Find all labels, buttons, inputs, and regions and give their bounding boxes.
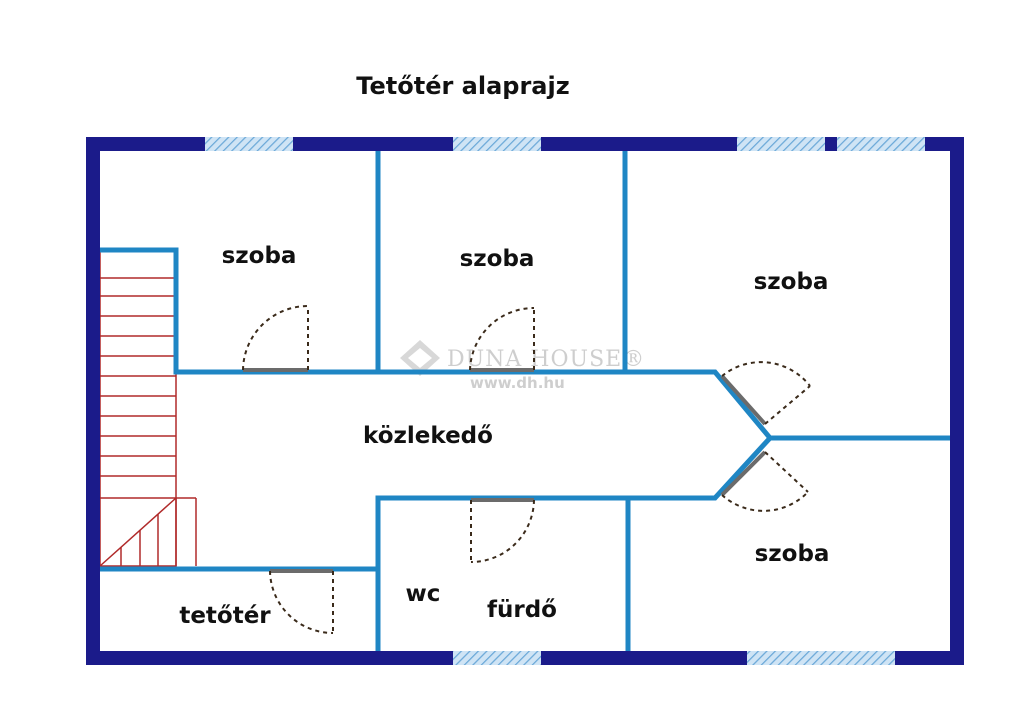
watermark: DUNA HOUSE® www.dh.hu (400, 340, 645, 392)
room-label-szoba-2: szoba (460, 246, 535, 272)
door-room4 (720, 450, 809, 512)
stair-steps (99, 277, 197, 567)
window-top-1 (205, 137, 293, 151)
doors (242, 305, 811, 634)
plan-title: Tetőtér alaprajz (356, 72, 569, 100)
window-bottom-2 (747, 651, 895, 665)
window-top-4 (837, 137, 925, 151)
door-room2 (469, 307, 535, 372)
door-room3 (720, 361, 811, 426)
room-label-szoba-4: szoba (755, 541, 830, 567)
inner-walls (97, 149, 951, 653)
window-top-3 (737, 137, 825, 151)
watermark-logo-icon (400, 340, 440, 376)
door-attic (269, 569, 334, 634)
door-room1 (242, 305, 309, 372)
window-top-2 (453, 137, 541, 151)
window-bottom-1 (453, 651, 541, 665)
room-label-szoba-1: szoba (222, 243, 297, 269)
outer-wall (86, 137, 964, 665)
watermark-name: DUNA HOUSE® (447, 347, 645, 372)
room-label-szoba-3: szoba (754, 269, 829, 295)
staircase (99, 249, 197, 567)
room-label-bathroom: fürdő (487, 597, 557, 623)
watermark-url: www.dh.hu (470, 374, 565, 392)
room-label-attic: tetőtér (179, 603, 271, 629)
stair-outline (99, 249, 177, 567)
room-label-corridor: közlekedő (363, 423, 493, 449)
room-label-wc: wc (406, 581, 441, 607)
door-bathroom (470, 498, 535, 563)
windows (205, 137, 925, 665)
